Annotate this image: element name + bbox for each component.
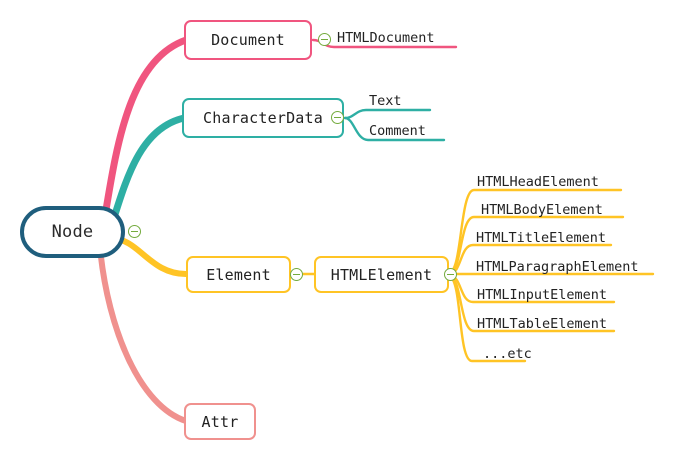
- leaf-label-text: Text: [369, 93, 402, 109]
- branch-label-element: Element: [206, 265, 271, 284]
- leaf-label-htmlparagraphelement: HTMLParagraphElement: [476, 259, 639, 275]
- toggle-node[interactable]: [128, 225, 141, 238]
- leaf-label-htmlheadelement: HTMLHeadElement: [477, 174, 599, 190]
- leaf-htmldocument[interactable]: HTMLDocument: [337, 30, 435, 46]
- leaf-htmltitleelement[interactable]: HTMLTitleElement: [476, 230, 606, 246]
- leaf-label-comment: Comment: [369, 123, 426, 139]
- toggle-htmlelement[interactable]: [444, 268, 457, 281]
- root-node-node[interactable]: Node: [20, 206, 125, 258]
- leaf-htmlinputelement[interactable]: HTMLInputElement: [477, 287, 607, 303]
- toggle-characterdata[interactable]: [331, 111, 344, 124]
- leaf-label-htmldocument: HTMLDocument: [337, 30, 435, 46]
- toggle-document[interactable]: [318, 33, 331, 46]
- link-characterdata-to-text: [343, 108, 432, 120]
- leaf-htmlbodyelement[interactable]: HTMLBodyElement: [481, 202, 603, 218]
- leaf-label-htmlinputelement: HTMLInputElement: [477, 287, 608, 303]
- branch-node-document[interactable]: Document: [184, 20, 312, 60]
- leaf-htmlparagraphelement[interactable]: HTMLParagraphElement: [476, 259, 639, 275]
- branch-label-document: Document: [211, 31, 285, 49]
- link-node-to-attr: [97, 245, 189, 424]
- root-node-label: Node: [51, 222, 94, 242]
- branch-label-htmlelement: HTMLElement: [330, 265, 433, 284]
- leaf-htmltableelement[interactable]: HTMLTableElement: [477, 316, 607, 332]
- leaf-label-htmltitleelement: HTMLTitleElement: [476, 230, 607, 246]
- toggle-element[interactable]: [290, 268, 303, 281]
- leaf-etc[interactable]: ...etc: [483, 346, 532, 362]
- branch-node-characterdata[interactable]: CharacterData: [182, 98, 344, 138]
- leaf-label-etc: ...etc: [483, 346, 532, 362]
- leaf-htmlheadelement[interactable]: HTMLHeadElement: [477, 174, 599, 190]
- branch-label-characterdata: CharacterData: [203, 109, 323, 127]
- link-node-to-characterdata: [108, 114, 188, 228]
- leaf-text[interactable]: Text: [369, 93, 402, 109]
- branch-node-element[interactable]: Element: [186, 256, 291, 293]
- branch-node-htmlelement[interactable]: HTMLElement: [314, 256, 449, 293]
- link-node-to-document: [100, 36, 190, 226]
- link-node-to-element: [109, 235, 189, 277]
- branch-label-attr: Attr: [201, 412, 239, 431]
- leaf-label-htmlbodyelement: HTMLBodyElement: [481, 202, 603, 218]
- leaf-comment[interactable]: Comment: [369, 123, 426, 139]
- branch-node-attr[interactable]: Attr: [184, 403, 256, 440]
- leaf-label-htmltableelement: HTMLTableElement: [477, 316, 608, 332]
